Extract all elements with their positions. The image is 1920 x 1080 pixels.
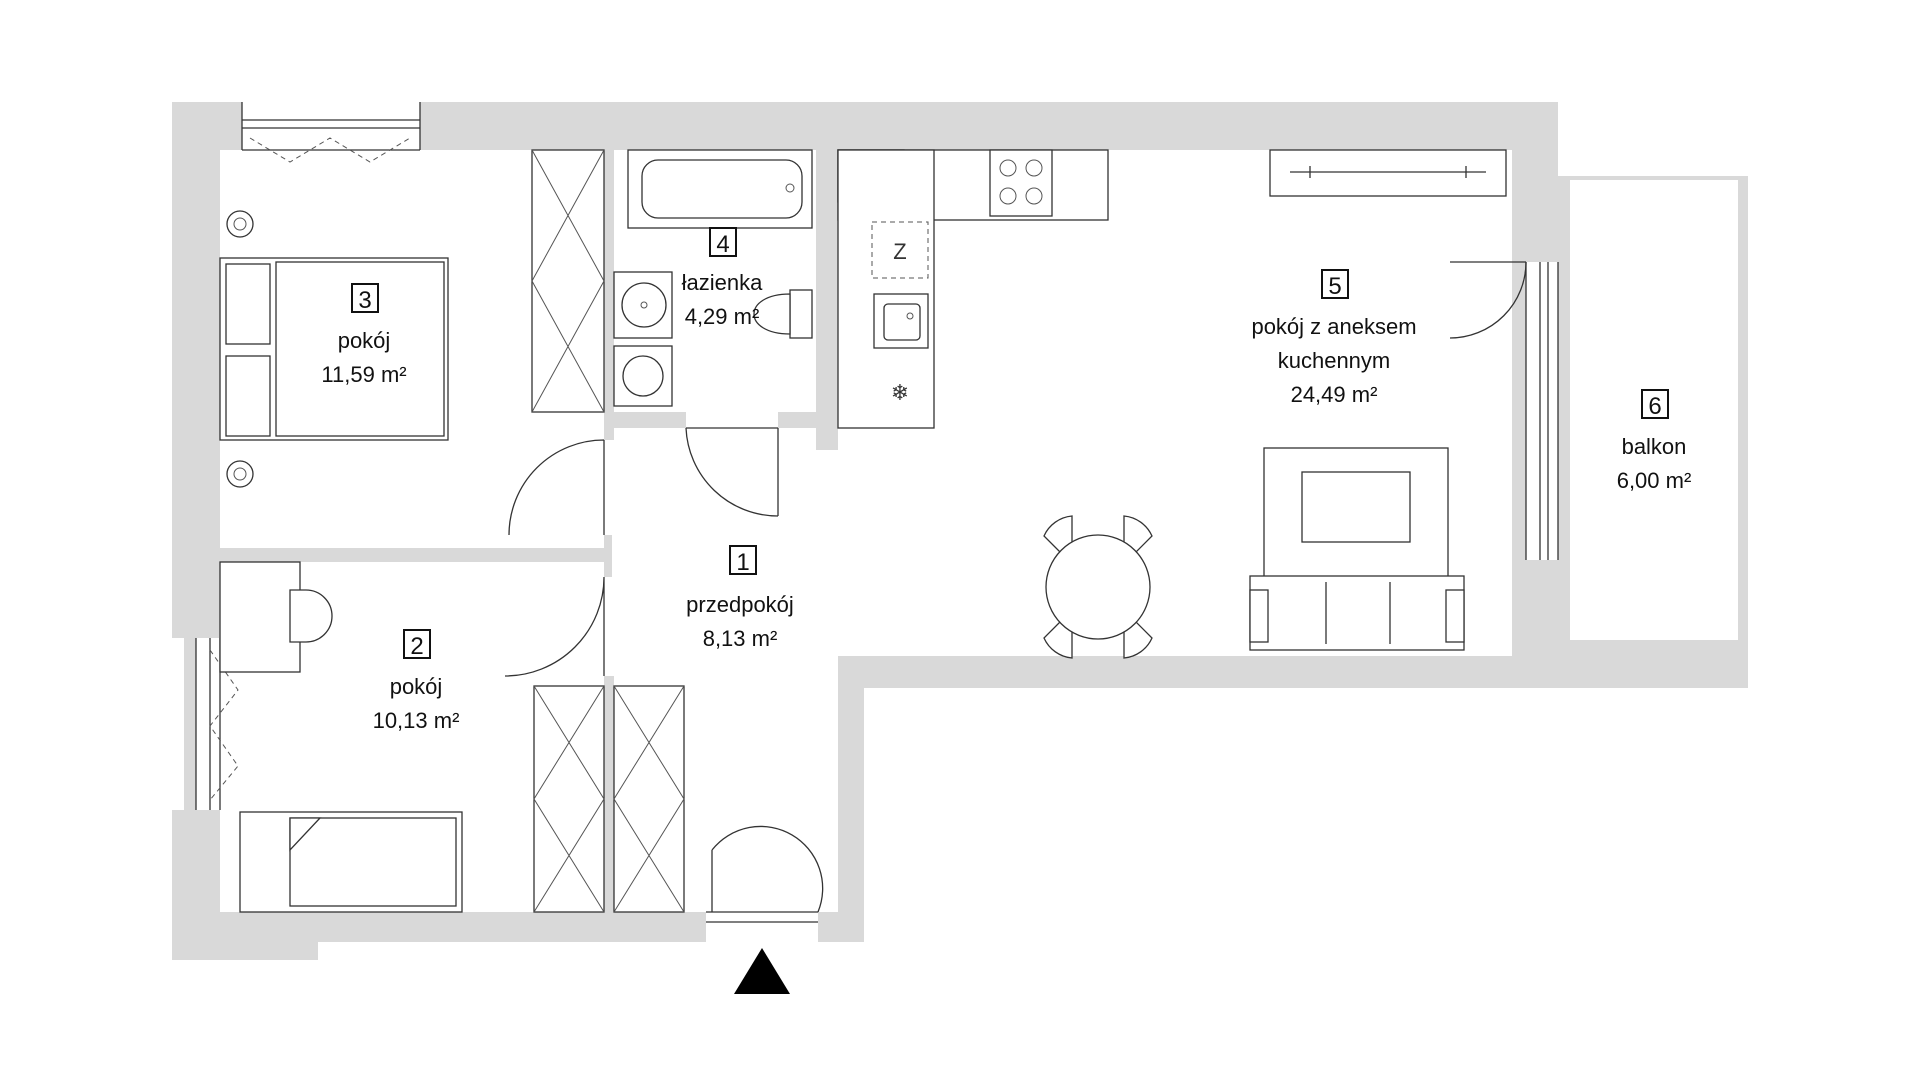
- wall-top-right: [1512, 102, 1558, 262]
- room-number: 6: [1648, 393, 1661, 420]
- room-label-4: 4 łazienka 4,29 m²: [682, 227, 763, 329]
- wall-bottom: [318, 912, 706, 942]
- room-2-furniture: [219, 561, 685, 913]
- wall-hall-lower-divider: [604, 676, 614, 912]
- room-number: 4: [716, 231, 729, 258]
- room-number: 2: [410, 633, 423, 660]
- wall-left-upper: [172, 102, 220, 638]
- fridge-letter: Z: [893, 239, 906, 264]
- living-room-furniture: [1043, 149, 1507, 659]
- room-label-2: 2 pokój 10,13 m²: [373, 629, 460, 733]
- room-number: 1: [736, 549, 749, 576]
- room-name: przedpokój: [686, 592, 794, 617]
- tv-stand: [1269, 149, 1507, 197]
- bathroom-furniture: [613, 149, 813, 407]
- wall-top-notch: [420, 102, 438, 126]
- wardrobe-room-3: [531, 149, 605, 413]
- window-room-3: [241, 102, 421, 163]
- entrance-arrow-icon: [734, 948, 790, 994]
- room-label-1: 1 przedpokój 8,13 m²: [686, 545, 794, 651]
- wall-bedroom-divider-b: [604, 535, 612, 577]
- wall-top-mid: [420, 102, 1558, 150]
- room-area: 24,49 m²: [1291, 382, 1378, 407]
- room-area: 6,00 m²: [1617, 468, 1692, 493]
- kitchen: Z ❄: [837, 149, 1109, 429]
- room-area: 11,59 m²: [321, 362, 406, 387]
- door-room-3: [508, 439, 605, 536]
- nightstand-lamp: [226, 460, 254, 488]
- dining-table: [1043, 515, 1153, 659]
- room-area: 10,13 m²: [373, 708, 460, 733]
- room-area: 8,13 m²: [703, 626, 778, 651]
- window-living-room: [1525, 262, 1559, 560]
- kitchen-counter-side: [837, 149, 935, 429]
- wall-bottom-left: [172, 912, 318, 960]
- nightstand-lamp: [233, 217, 247, 231]
- pillow: [225, 263, 271, 345]
- wall-right-lower: [1512, 560, 1558, 656]
- fridge: Z: [871, 221, 929, 279]
- toilet: [753, 289, 813, 339]
- door-entrance: [706, 825, 824, 928]
- room-name: pokój z aneksem: [1251, 314, 1416, 339]
- room-number: 5: [1328, 273, 1341, 300]
- wall-bath-right: [816, 150, 838, 450]
- bed-room-2: [239, 811, 463, 913]
- door-room-2: [504, 576, 605, 677]
- freezer-icon: ❄: [891, 380, 909, 405]
- bathtub-inner: [641, 159, 803, 219]
- wall-right: [1512, 262, 1526, 572]
- windows: [195, 102, 1559, 810]
- room-name: pokój: [338, 328, 391, 353]
- washing-machine-drum: [622, 355, 664, 397]
- wall-hall-right: [838, 656, 864, 942]
- wall-left-window-jamb: [184, 638, 196, 810]
- room-number: 3: [358, 287, 371, 314]
- door-balcony: [1449, 261, 1527, 339]
- table-top: [1045, 534, 1151, 640]
- doors: [504, 261, 1527, 928]
- room-name: balkon: [1622, 434, 1687, 459]
- sink: [621, 282, 667, 328]
- wall-bath-left: [604, 150, 614, 440]
- wall-bedroom-divider-a: [220, 548, 610, 562]
- room-name-line2: kuchennym: [1278, 348, 1391, 373]
- cooktop: [989, 149, 1053, 217]
- pillow: [225, 355, 271, 437]
- desk-chair: [289, 589, 333, 643]
- bathtub-drain: [785, 183, 795, 193]
- nightstand-lamp: [233, 467, 247, 481]
- rug: [1263, 447, 1449, 579]
- room-area: 4,29 m²: [685, 304, 760, 329]
- window-room-2: [195, 638, 239, 810]
- wall-bath-bottom-a: [604, 412, 686, 428]
- sink-drain: [640, 301, 648, 309]
- kitchen-sink: [873, 293, 929, 349]
- room-label-6: 6 balkon 6,00 m²: [1617, 389, 1692, 493]
- wardrobe-hall: [533, 685, 685, 913]
- desk: [219, 561, 301, 673]
- door-bathroom: [685, 427, 779, 517]
- room-name: łazienka: [682, 270, 763, 295]
- room-label-3: 3 pokój 11,59 m²: [321, 283, 407, 387]
- nightstand-lamp: [226, 210, 254, 238]
- room-3-furniture: [219, 149, 605, 488]
- sofa: [1249, 575, 1465, 651]
- room-name: pokój: [390, 674, 443, 699]
- room-label-5: 5 pokój z aneksem kuchennym 24,49 m²: [1251, 269, 1417, 407]
- wall-living-bottom: [838, 656, 1748, 688]
- walls: [172, 102, 1748, 960]
